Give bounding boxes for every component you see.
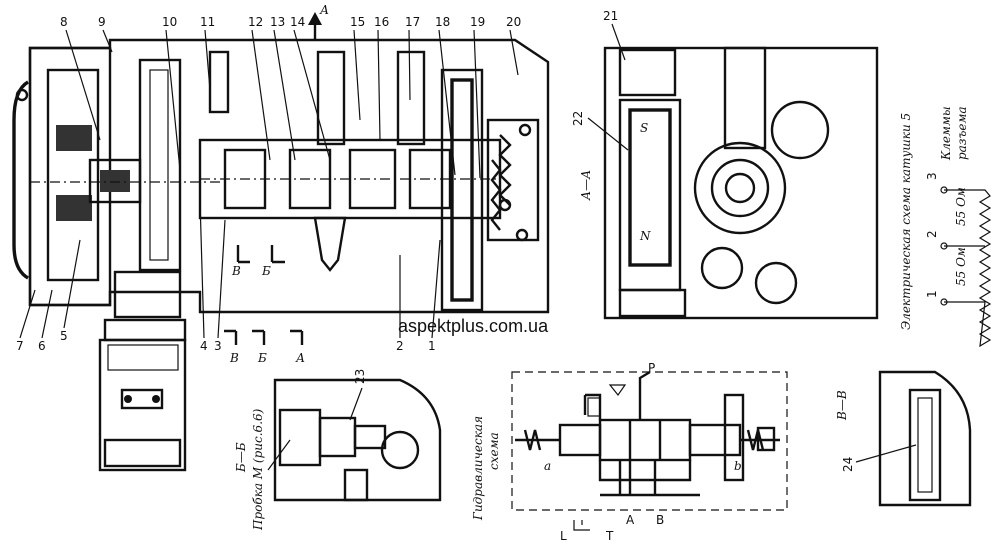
- hydraulic-scheme: Гидравлическая схема Р L Т А В а b: [471, 361, 788, 543]
- callout-14: 14: [290, 15, 305, 29]
- callout-6: 6: [38, 339, 46, 353]
- coil-mark-s: S: [640, 121, 648, 135]
- callout-5: 5: [60, 329, 68, 343]
- callout-7: 7: [16, 339, 24, 353]
- port-p: Р: [648, 361, 655, 375]
- watermark: aspektplus.com.ua: [398, 316, 549, 336]
- callout-13: 13: [270, 15, 285, 29]
- terminal-2: 2: [925, 230, 939, 238]
- callout-9: 9: [98, 15, 106, 29]
- cover-strap: [12, 80, 29, 280]
- spool-cross-section: [693, 141, 787, 235]
- callout-24: 24: [841, 457, 855, 472]
- callout-3: 3: [214, 339, 222, 353]
- section-bb-view: 23 Б—Б Пробка М (рис.6.6): [234, 369, 442, 531]
- hydraulic-title-2: схема: [487, 432, 501, 470]
- mark-v-lower: В: [229, 351, 239, 365]
- callout-20: 20: [506, 15, 521, 29]
- title-section-vv: В—В: [835, 390, 849, 421]
- hydraulic-title-1: Гидравлическая: [471, 416, 485, 521]
- terminal-3: 3: [925, 172, 939, 180]
- mark-a-small: а: [544, 459, 551, 473]
- electrical-title: Электрическая схема катушки 5: [899, 113, 913, 330]
- electrical-scheme: Электрическая схема катушки 5 Клеммы раз…: [899, 106, 992, 348]
- section-aa-view: S N 21 22 А—А: [571, 9, 879, 320]
- title-section-aa: А—А: [579, 170, 593, 201]
- mark-a-top: А: [319, 3, 329, 17]
- callout-12: 12: [248, 15, 263, 29]
- callout-10: 10: [162, 15, 177, 29]
- callout-18: 18: [435, 15, 450, 29]
- port-b: В: [656, 513, 664, 527]
- resistance-upper: 55 Ом: [954, 187, 968, 226]
- callout-15: 15: [350, 15, 365, 29]
- port-a: А: [626, 513, 635, 527]
- callout-23: 23: [353, 369, 367, 384]
- port-t: Т: [605, 529, 614, 543]
- title-section-bb: Б—Б: [234, 442, 248, 473]
- terminal-1: 1: [925, 290, 939, 298]
- callout-21: 22: [571, 111, 585, 126]
- callout-8: 8: [60, 15, 68, 29]
- return-spring: [490, 159, 502, 231]
- callout-17: 17: [405, 15, 420, 29]
- callout-22: 21: [603, 9, 618, 23]
- mark-b-small: b: [734, 459, 742, 473]
- mark-b-lower: Б: [257, 351, 267, 365]
- terminals-label-2: разъема: [955, 106, 969, 160]
- resistance-lower: 55 Ом: [954, 247, 968, 286]
- callout-2: 2: [396, 339, 404, 353]
- spool: [200, 148, 500, 210]
- terminals-label-1: Клеммы: [939, 106, 953, 161]
- lower-plug: [313, 216, 347, 272]
- coil-mark-n: N: [639, 229, 651, 243]
- main-callouts: 8 9 10 11 12 13 14 15 16 17 18 19 20 7 6…: [16, 3, 521, 365]
- resistor-zigzag: [944, 189, 992, 348]
- callout-4: 4: [200, 339, 208, 353]
- mark-v-inner: В: [231, 264, 241, 278]
- callout-11: 11: [200, 15, 215, 29]
- mark-b-inner: Б: [261, 264, 271, 278]
- electrical-connector: [98, 270, 187, 472]
- callout-19: 19: [470, 15, 485, 29]
- section-vv-view: В—В 24: [835, 370, 972, 507]
- callout-1: 1: [428, 339, 436, 353]
- mark-a-lower: А: [295, 351, 305, 365]
- plug-note: Пробка М (рис.6.6): [251, 408, 265, 531]
- main-section-view: [12, 12, 550, 472]
- callout-16: 16: [374, 15, 389, 29]
- port-l: L: [560, 529, 567, 543]
- upper-channels: [208, 50, 484, 312]
